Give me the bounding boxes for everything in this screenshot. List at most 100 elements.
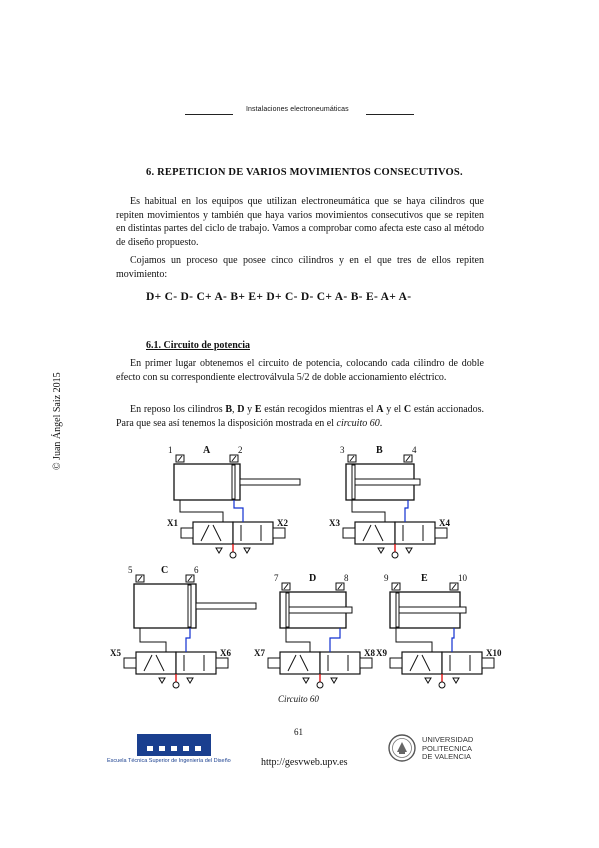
solenoid-right [272, 527, 286, 539]
coil-label: X6 [220, 648, 231, 658]
exhaust-icon [215, 547, 223, 554]
p2-text: están recogidos mientras el [261, 404, 377, 415]
sensor-label: 5 [128, 565, 133, 575]
valve-arrow [212, 524, 222, 542]
footer-url[interactable]: http://gesvweb.upv.es [261, 757, 348, 768]
valve-arrow [362, 524, 372, 542]
cylinder-label: D [309, 573, 316, 584]
exhaust-icon [302, 677, 310, 684]
university-name: UNIVERSIDAD POLITECNICA DE VALENCIA [422, 735, 474, 762]
solenoid-right [359, 657, 373, 669]
exhaust-icon [405, 547, 413, 554]
pressure-source-icon [316, 681, 324, 689]
p2-bold-e: E [254, 404, 262, 415]
coil-label: X1 [167, 518, 178, 528]
pneumatic-line-b [451, 628, 455, 652]
valve-right-square [232, 521, 274, 545]
exhaust-icon [186, 677, 194, 684]
valve-arrow [200, 524, 210, 542]
pneumatic-line-b [329, 628, 341, 652]
cylinder-body [133, 583, 197, 629]
solenoid-right [215, 657, 229, 669]
section-paragraph-2-text: Cojamos un proceso que posee cinco cilin… [116, 255, 484, 280]
solenoid-left [267, 657, 281, 669]
solenoid-left [180, 527, 194, 539]
valve-arrow [287, 654, 297, 672]
pneumatic-line-a [179, 500, 224, 522]
pressure-source-icon [391, 551, 399, 559]
movement-sequence: D+ C- D- C+ A- B+ E+ D+ C- D- C+ A- B- E… [146, 291, 412, 303]
subsection-paragraph-2: En reposo los cilindros B, D y E están r… [116, 403, 484, 430]
sensor-label: 4 [412, 445, 417, 455]
cylinder-piston [231, 464, 236, 500]
valve-arrow [299, 654, 309, 672]
solenoid-right [481, 657, 495, 669]
university-name-line: UNIVERSIDAD [422, 735, 474, 744]
p2-circuit-ref: circuito 60 [336, 417, 380, 429]
pressure-source-icon [438, 681, 446, 689]
pressure-source-icon [172, 681, 180, 689]
sensor-label: 10 [458, 573, 468, 583]
school-logo-mark-icon [137, 734, 211, 756]
coil-label: X7 [254, 648, 265, 658]
p2-bold-a: A [376, 404, 384, 415]
page-header: Instalaciones electroneumáticas [0, 106, 599, 120]
cylinder-rod [195, 602, 257, 610]
copyright-vertical: © Juan Ángel Saiz 2015 [52, 372, 63, 470]
valve-arrow [421, 654, 431, 672]
solenoid-right [434, 527, 448, 539]
subsection-paragraph-1-text: En primer lugar obtenemos el circuito de… [116, 358, 484, 383]
sensor-mark [405, 455, 411, 462]
sensor-mark [137, 575, 143, 582]
sensor-label: 9 [384, 573, 389, 583]
header-title: Instalaciones electroneumáticas [246, 106, 349, 113]
section-paragraph-2: Cojamos un proceso que posee cinco cilin… [116, 254, 484, 281]
solenoid-left [342, 527, 356, 539]
p2-bold-c: C [403, 404, 412, 415]
exhaust-icon [452, 677, 460, 684]
pneumatic-line-a [285, 628, 311, 652]
valve-arrow [155, 654, 165, 672]
pneumatic-line-b [233, 500, 244, 522]
coil-label: X8 [364, 648, 375, 658]
exhaust-icon [330, 677, 338, 684]
sensor-label: 2 [238, 445, 243, 455]
coil-label: X2 [277, 518, 288, 528]
figure-caption: Circuito 60 [278, 694, 319, 704]
sensor-mark [231, 455, 237, 462]
valve-right-square [441, 651, 483, 675]
sensor-label: 7 [274, 573, 279, 583]
p2-text: y el [383, 404, 404, 415]
exhaust-icon [158, 677, 166, 684]
cylinder-label: C [161, 565, 168, 576]
pneumatic-line-b [404, 500, 409, 522]
cylinder-label: E [421, 573, 428, 584]
university-name-line: DE VALENCIA [422, 752, 472, 762]
sensor-mark [187, 575, 193, 582]
pneumatic-line-a [351, 500, 386, 522]
coil-label: X3 [329, 518, 340, 528]
university-seal-icon [388, 734, 416, 762]
p2-text: . [379, 417, 383, 429]
valve-right-square [175, 651, 217, 675]
coil-label: X5 [110, 648, 121, 658]
pressure-source-icon [229, 551, 237, 559]
cylinder-label: A [203, 445, 211, 456]
pneumatic-line-a [139, 628, 167, 652]
university-name-line: POLITECNICA [422, 743, 473, 753]
p2-text: están accionados. Para que sea así tenem… [116, 404, 485, 429]
subsection-paragraph-1: En primer lugar obtenemos el circuito de… [116, 357, 484, 384]
coil-label: X10 [486, 648, 502, 658]
sensor-mark [451, 583, 457, 590]
p2-bold-b: B [225, 404, 232, 415]
subsection-title: 6.1. Circuito de potencia [146, 340, 250, 351]
sensor-label: 1 [168, 445, 173, 455]
pneumatic-line-b [185, 628, 191, 652]
section-title: 6. REPETICION DE VARIOS MOVIMIENTOS CONS… [146, 167, 463, 178]
header-rule-right [366, 114, 414, 115]
coil-label: X4 [439, 518, 450, 528]
